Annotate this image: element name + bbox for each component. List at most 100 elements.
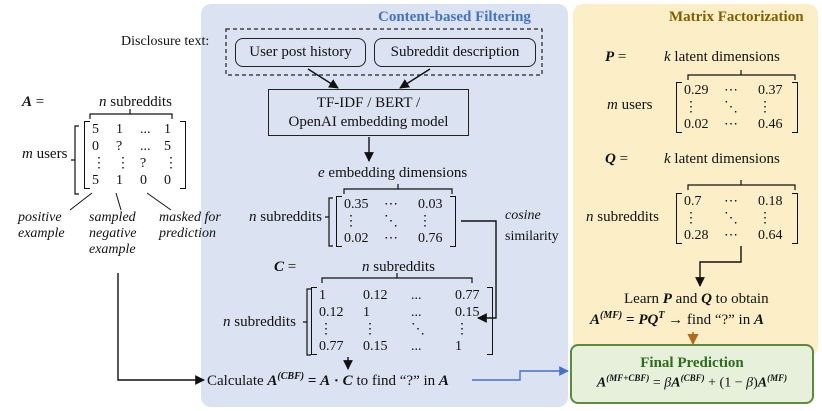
matrix-cell: 0.37 [758, 83, 783, 98]
matrix-cell: 1 [116, 122, 123, 137]
matrix-cell: 5 [92, 173, 99, 188]
matrix-cell: ... [411, 288, 422, 303]
tick-masked [146, 192, 172, 211]
matrix-row: 0?... 5 [92, 138, 178, 155]
matrix-cell: 0.15 [363, 339, 388, 354]
brace-Q-top [687, 180, 796, 190]
mf-panel [573, 4, 818, 357]
Q-n-subreddits: n subreddits [586, 209, 659, 225]
matrix-cell: 1 [116, 173, 123, 188]
matrix-P: 0.29⋯0.37⋮⋱⋮0.02⋯0.46 [676, 82, 798, 133]
matrix-cell: ⋮ [164, 156, 178, 171]
brace-C-top [321, 273, 473, 283]
arrow-A-to-calc [117, 273, 205, 385]
C-n-subreddits-top: n subreddits [362, 259, 435, 275]
disclosure-label: Disclosure text: [121, 34, 210, 49]
matrix-cell: 0.77 [319, 339, 344, 354]
matrix-body: 0.7⋯0.18⋮⋱⋮0.28⋯0.64 [684, 193, 790, 244]
learn-text: Learn P and Q to obtain [624, 291, 769, 307]
matrix-cell: ⋯ [724, 83, 738, 98]
matrix-left-bracket [336, 196, 342, 247]
matrix-cell: ⋯ [384, 231, 398, 246]
matrix-cell: 0.46 [758, 117, 783, 132]
matrix-row: ⋮⋮⋱⋮ [319, 321, 485, 338]
matrix-cell: 0.76 [418, 231, 443, 246]
matrix-cell: 5 [164, 139, 171, 154]
brace-A-left [71, 125, 79, 195]
mf-title: Matrix Factorization [669, 9, 804, 25]
Q-label: Q = [605, 151, 629, 167]
E-n-subreddits: n subreddits [249, 209, 322, 225]
matrix-cell: ⋮ [319, 322, 333, 337]
matrix-cell: 0.02 [344, 231, 369, 246]
similarity-label: similarity [505, 229, 559, 244]
matrix-cell: ⋱ [411, 322, 425, 337]
matrix-cell: 1 [319, 288, 326, 303]
matrix-right-bracket [450, 196, 456, 247]
matrix-cell: 1 [455, 339, 462, 354]
final-prediction-title: Final Prediction [640, 355, 744, 371]
P-m-users: m users [607, 97, 653, 113]
matrix-cell: ⋯ [724, 117, 738, 132]
brace-A-top [89, 109, 173, 119]
matrix-row: ⋮⋱⋮ [344, 213, 448, 230]
cbf-panel [201, 4, 568, 407]
matrix-cell: 0 [92, 139, 99, 154]
matrix-cell: ? [116, 139, 123, 154]
matrix-row: 0.12 1... 0.15 [319, 304, 485, 321]
user-post-history-box: User post history [235, 38, 366, 67]
C-n-subreddits-side: n subreddits [223, 314, 296, 330]
mf-formula: A(MF) = PQT → find “?” in A [590, 310, 764, 328]
matrix-cell: ⋮ [684, 211, 698, 226]
cosine-label: cosine [505, 208, 541, 223]
matrix-left-bracket [311, 287, 317, 355]
matrix-cell: ⋯ [724, 194, 738, 209]
matrix-cell: ⋱ [724, 211, 738, 226]
matrix-cell: 0.02 [684, 117, 709, 132]
note-positive: positive example [18, 210, 65, 241]
matrix-cell: 1 [363, 305, 370, 320]
matrix-cell: 0.12 [363, 288, 388, 303]
note-masked: masked for prediction [159, 210, 221, 241]
matrix-cell: ? [140, 156, 147, 171]
matrix-cell: 0.29 [684, 83, 709, 98]
arrow-Q-to-learn [695, 246, 742, 287]
matrix-cell: 0.15 [455, 305, 480, 320]
arrow-post-to-model [307, 68, 339, 89]
matrix-row: 0.7⋯0.18 [684, 193, 790, 210]
matrix-cell: 0.7 [684, 194, 702, 209]
A-label: A = [22, 94, 45, 110]
matrix-row: 0.29 ⋯ 0.37 [684, 82, 790, 99]
e-embedding-dims: e embedding dimensions [318, 165, 468, 181]
P-label: P = [605, 49, 627, 65]
matrix-cell: ⋮ [116, 156, 130, 171]
matrix-Q: 0.7⋯0.18⋮⋱⋮0.28⋯0.64 [676, 193, 798, 244]
matrix-right-bracket [180, 121, 186, 189]
note-sampled-negative: sampled negative example [89, 210, 137, 257]
A-m-users: m users [22, 146, 68, 162]
matrix-right-bracket [487, 287, 493, 355]
matrix-cell: ⋮ [363, 322, 377, 337]
matrix-cell: 0.77 [455, 288, 480, 303]
matrix-cell: 0.64 [758, 228, 783, 243]
matrix-row: 0.02 ⋯ 0.46 [684, 116, 790, 133]
matrix-cell: ... [411, 305, 422, 320]
disclosure-dashed-frame [225, 28, 543, 76]
matrix-cell: 0.35 [344, 197, 369, 212]
matrix-cell: 0.12 [319, 305, 344, 320]
matrix-row: 0.28⋯0.64 [684, 227, 790, 244]
matrix-cell: ... [140, 139, 151, 154]
matrix-cell: ⋮ [758, 100, 772, 115]
matrix-body: 0.35⋯0.03⋮⋱⋮0.02⋯0.76 [344, 196, 448, 247]
matrix-cell: ⋱ [384, 214, 398, 229]
matrix-cell: ... [411, 339, 422, 354]
matrix-left-bracket [676, 82, 682, 133]
matrix-row: 1 0.12... 0.77 [319, 287, 485, 304]
